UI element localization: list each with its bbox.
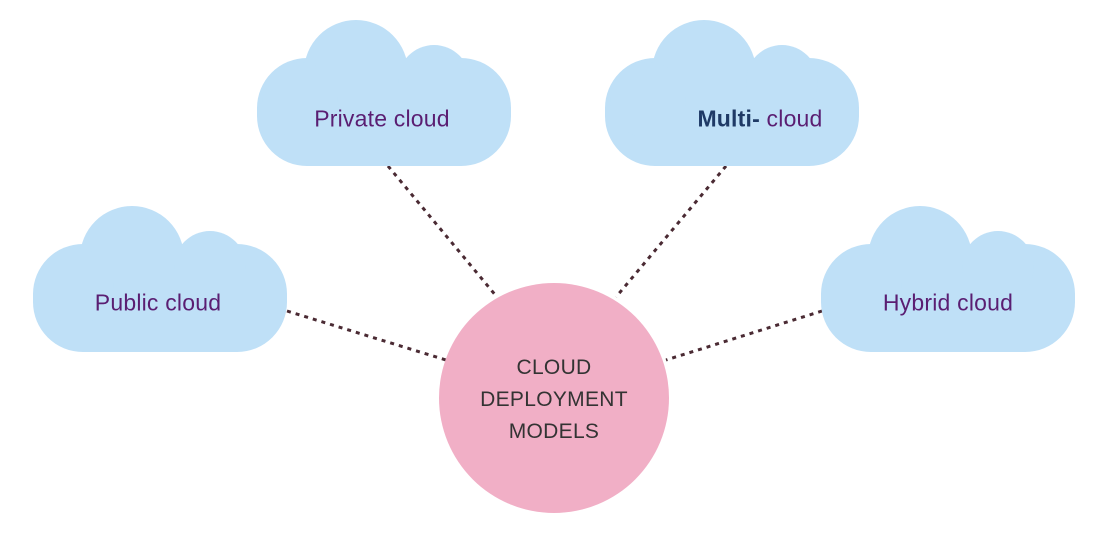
center-circle	[439, 283, 669, 513]
connector-public	[286, 309, 447, 362]
cloud-label-public: Public cloud	[95, 290, 221, 317]
connector-multi	[614, 165, 728, 298]
cloud-label-multi: Multi- cloud	[697, 106, 822, 133]
center-label-line-3: MODELS	[508, 420, 600, 443]
center-label-line-1: CLOUD	[516, 356, 592, 379]
center-label-line-2: DEPLOYMENT	[480, 388, 628, 411]
center-label: CLOUD DEPLOYMENT MODELS	[480, 352, 628, 448]
cloud-label-hybrid-text: Hybrid cloud	[882, 289, 1014, 316]
connector-private	[386, 165, 499, 298]
connectors	[286, 165, 823, 362]
cloud-label-private: Private cloud	[314, 106, 450, 133]
cloud-shape-hybrid	[821, 206, 1075, 352]
cloud-shape-private	[257, 20, 511, 166]
cloud-label-multi-rest: cloud	[759, 105, 823, 132]
cloud-shape-public	[33, 206, 287, 352]
cloud-label-private-text: Private cloud	[314, 105, 450, 132]
cloud-label-multi-strong: Multi-	[697, 105, 760, 132]
connector-hybrid	[665, 309, 823, 362]
cloud-label-public-text: Public cloud	[94, 289, 222, 316]
cloud-shape-multi	[605, 20, 859, 166]
cloud-label-hybrid: Hybrid cloud	[883, 290, 1013, 317]
